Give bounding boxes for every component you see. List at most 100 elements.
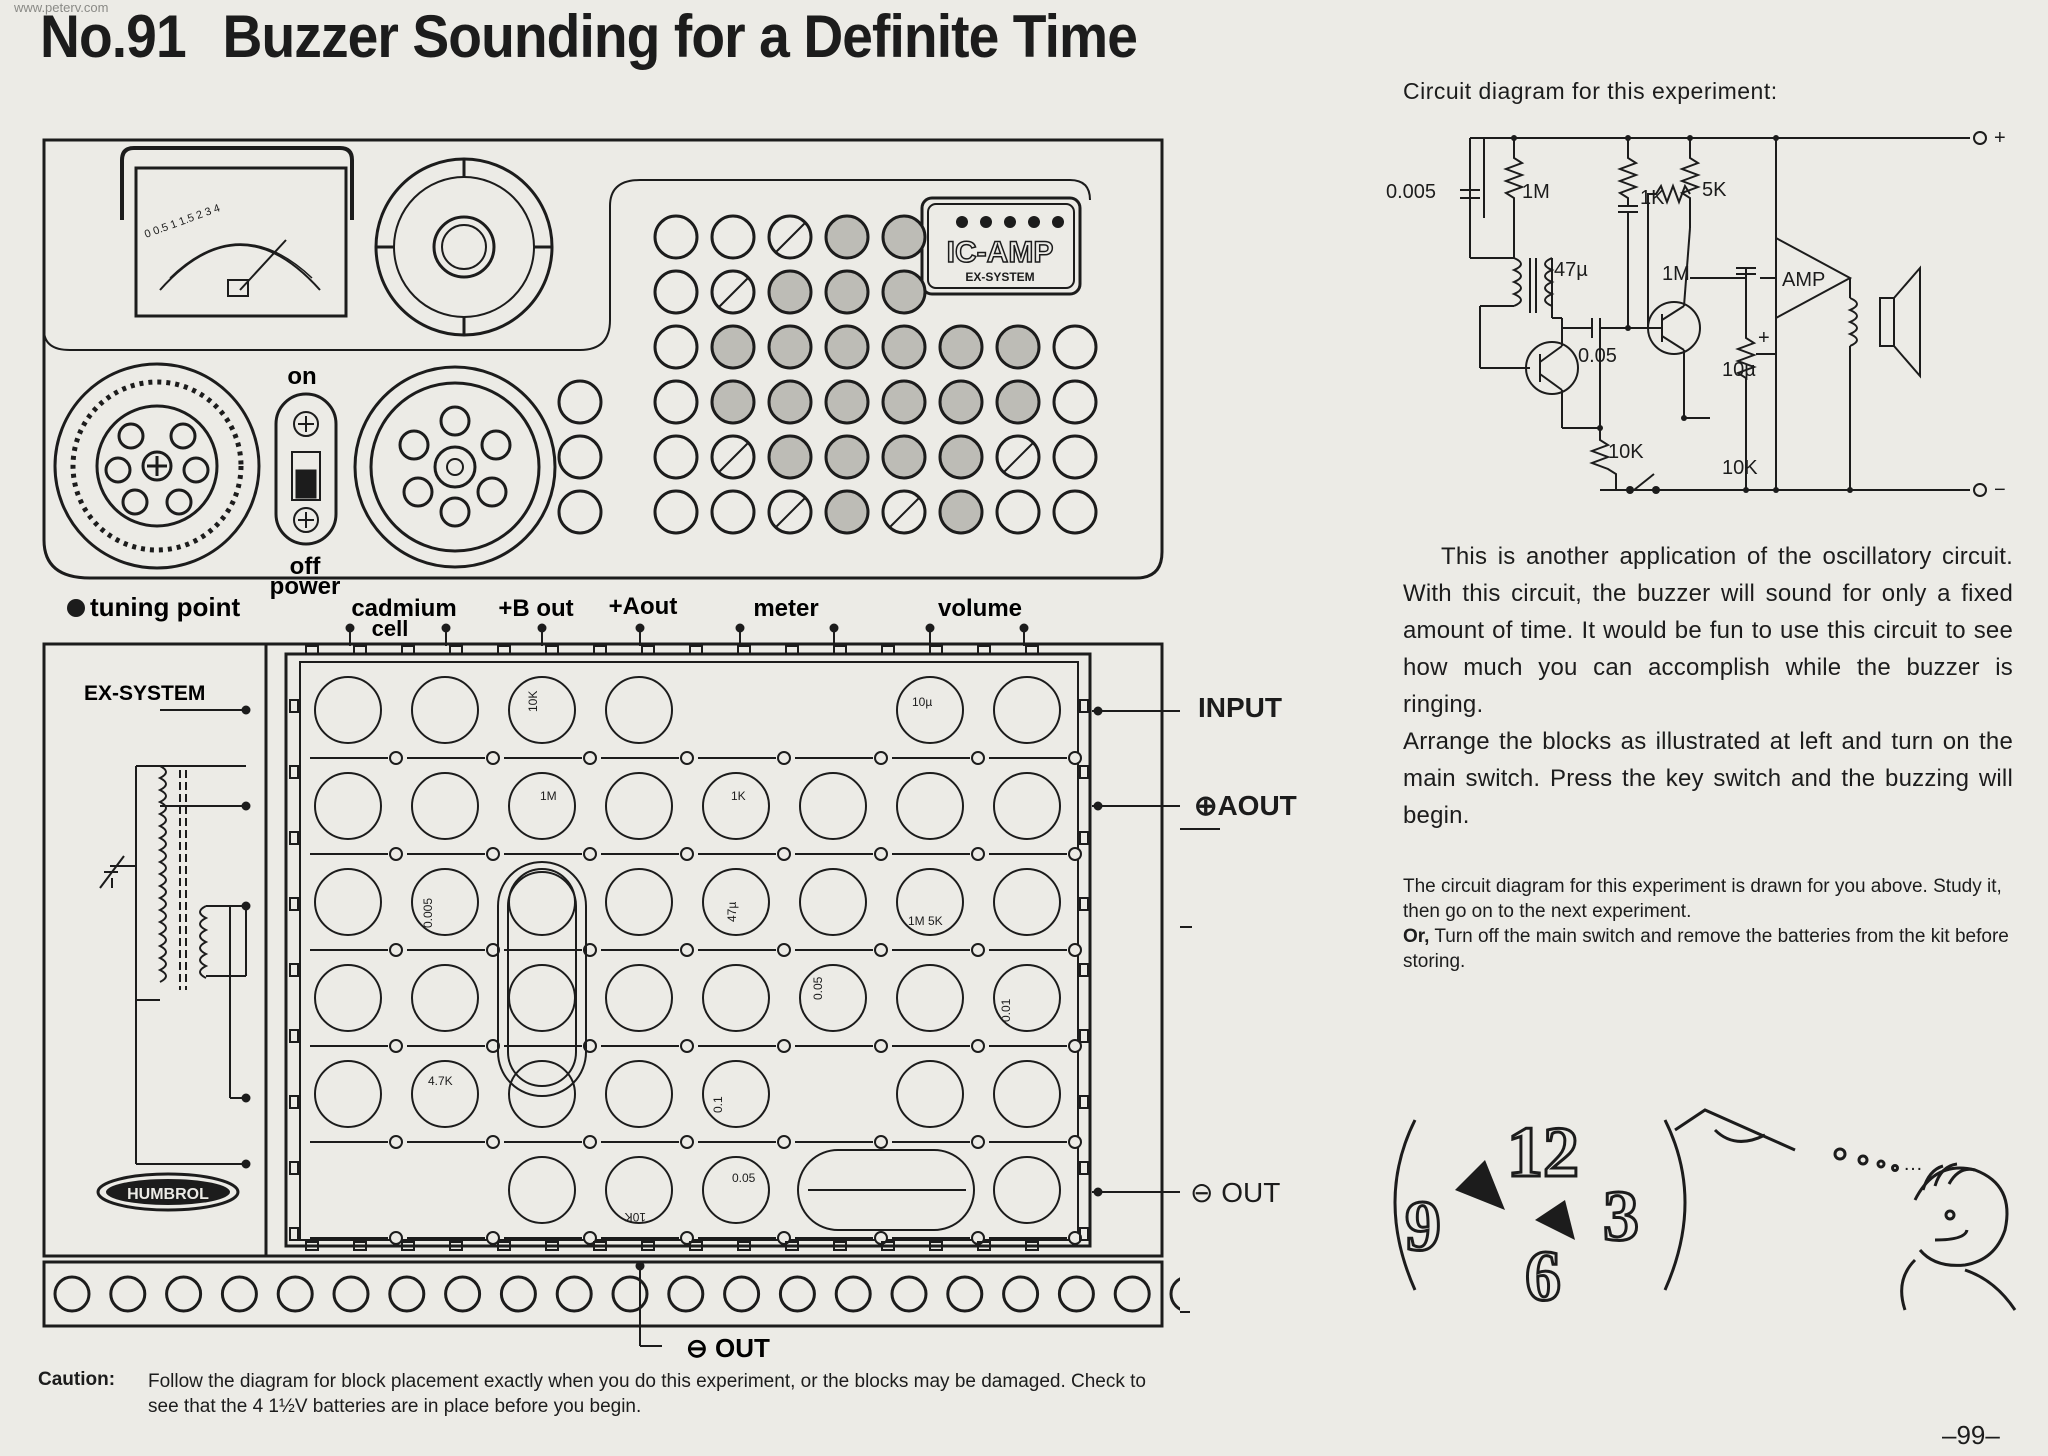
strip-hole xyxy=(946,1275,984,1313)
edge-pin xyxy=(449,645,463,655)
edge-pin xyxy=(289,1095,299,1109)
grid-hole xyxy=(1052,324,1098,370)
label-input: INPUT xyxy=(1198,692,1282,723)
block-circle xyxy=(605,676,673,744)
terminal-stubs xyxy=(345,623,1029,646)
speaker-knob xyxy=(374,157,554,337)
edge-pin xyxy=(289,1227,299,1241)
description-paragraph-2: Arrange the blocks as illustrated at lef… xyxy=(1403,728,2013,829)
block-circle xyxy=(702,964,770,1032)
block-circle xyxy=(508,964,576,1032)
block-circle xyxy=(605,1156,673,1224)
circuit-label-plus: + xyxy=(1994,127,2006,149)
block-circle xyxy=(896,772,964,840)
circuit-label-10u: 10µ xyxy=(1722,359,1756,381)
block-label-c10u: 10µ xyxy=(912,695,932,709)
strip-hole xyxy=(723,1275,761,1313)
grid-hole-slash xyxy=(889,497,920,528)
grid-hole xyxy=(995,489,1041,535)
strip-hole xyxy=(834,1275,872,1313)
label-power: power xyxy=(270,573,341,600)
edge-pin xyxy=(305,1241,319,1251)
block-circle xyxy=(896,676,964,744)
connector-hole xyxy=(971,847,985,861)
edge-pin xyxy=(881,645,895,655)
block-circle xyxy=(605,772,673,840)
grid-hole xyxy=(653,379,699,425)
edge-pin xyxy=(1079,699,1089,713)
grid-hole xyxy=(710,269,756,315)
grid-hole xyxy=(767,269,813,315)
strip-hole xyxy=(778,1275,816,1313)
page-number: –99– xyxy=(1942,1420,2000,1450)
edge-pin xyxy=(737,1241,751,1251)
edge-pin xyxy=(289,897,299,911)
grid-hole xyxy=(767,434,813,480)
grid-hole xyxy=(1052,434,1098,480)
grid-hole xyxy=(557,434,603,480)
hole-grid xyxy=(557,214,1098,535)
circuit-label-1m: 1M xyxy=(1522,181,1550,203)
block-circle xyxy=(314,868,382,936)
edge-pin xyxy=(353,1241,367,1251)
grid-hole xyxy=(653,489,699,535)
grid-hole xyxy=(710,434,756,480)
edge-pin xyxy=(1025,645,1039,655)
grid-hole xyxy=(995,379,1041,425)
grid-hole xyxy=(995,324,1041,370)
grid-hole xyxy=(881,489,927,535)
label-out-bottom: ⊖ OUT xyxy=(686,1333,770,1360)
edge-pin xyxy=(737,645,751,655)
label-b-out: +B out xyxy=(498,595,573,622)
bottom-hole-strip xyxy=(53,1275,1180,1313)
block-circle xyxy=(411,1060,479,1128)
grid-hole xyxy=(557,489,603,535)
grid-hole xyxy=(881,379,927,425)
strip-hole xyxy=(332,1275,370,1313)
edge-pin xyxy=(1079,1095,1089,1109)
grid-hole xyxy=(653,324,699,370)
edge-pin xyxy=(1079,831,1089,845)
experiment-title: Buzzer Sounding for a Definite Time xyxy=(222,3,1138,70)
edge-pin xyxy=(545,645,559,655)
block-circle xyxy=(605,868,673,936)
block-label-c0005: 0.005 xyxy=(421,898,435,928)
grid-hole xyxy=(653,434,699,480)
edge-pin xyxy=(593,645,607,655)
edge-pin xyxy=(833,645,847,655)
grid-hole-slash xyxy=(775,222,806,253)
connector-hole xyxy=(1068,847,1082,861)
block-circle xyxy=(702,772,770,840)
connector-hole xyxy=(777,847,791,861)
caution-text: Follow the diagram for block placement e… xyxy=(148,1371,1147,1417)
volume-knob xyxy=(353,365,557,569)
edge-pin xyxy=(1079,897,1089,911)
aout-lead xyxy=(1180,926,1192,928)
block-circle xyxy=(314,772,382,840)
connector-hole xyxy=(389,751,403,765)
strip-hole xyxy=(53,1275,91,1313)
grid-hole xyxy=(881,434,927,480)
strip-hole xyxy=(667,1275,705,1313)
block-circle xyxy=(411,772,479,840)
grid-hole xyxy=(767,214,813,260)
label-on: on xyxy=(287,363,316,390)
block-circle xyxy=(702,868,770,936)
block-label-r10k: 10K xyxy=(526,691,540,712)
connector-hole xyxy=(874,751,888,765)
upper-panel-inner-edge xyxy=(43,179,1091,351)
edge-pin xyxy=(289,1161,299,1175)
edge-pin xyxy=(353,645,367,655)
power-switch xyxy=(274,392,338,546)
edge-pin xyxy=(289,699,299,713)
strip-hole xyxy=(276,1275,314,1313)
circuit-label-amp: AMP xyxy=(1782,269,1825,291)
connector-hole xyxy=(777,943,791,957)
block-circle xyxy=(993,964,1061,1032)
block-circle xyxy=(799,964,867,1032)
watermark: www.peterv.com xyxy=(14,0,109,15)
block-label-c005-b: 0.05 xyxy=(732,1171,756,1185)
circuit-label-0005: 0.005 xyxy=(1386,181,1436,203)
strip-hole xyxy=(388,1275,426,1313)
edge-pin xyxy=(689,1241,703,1251)
